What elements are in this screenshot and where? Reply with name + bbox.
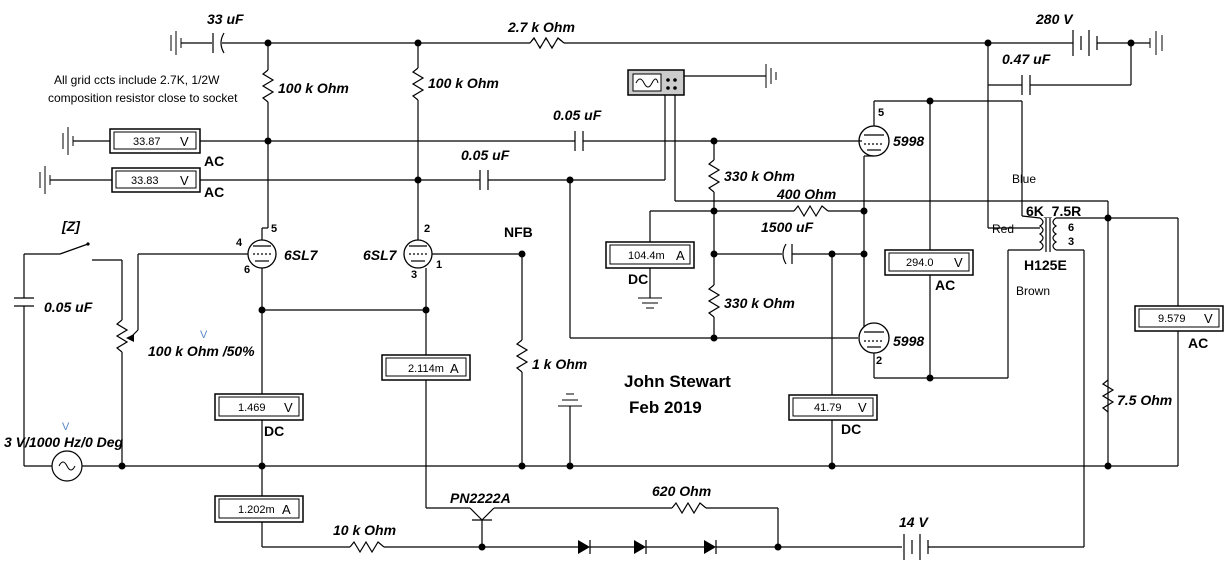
svg-text:3 V/1000 Hz/0 Deg: 3 V/1000 Hz/0 Deg: [4, 434, 124, 450]
meter-m9: 1.202m A: [214, 495, 304, 523]
bias-circuit: [261, 466, 1084, 560]
svg-text:[Z]: [Z]: [61, 218, 81, 234]
svg-text:V: V: [180, 173, 189, 188]
svg-text:33.87: 33.87: [133, 136, 161, 148]
svg-text:V: V: [284, 400, 293, 415]
svg-text:3: 3: [1068, 236, 1074, 248]
svg-text:1 k Ohm: 1 k Ohm: [532, 356, 587, 372]
svg-text:V: V: [858, 400, 867, 415]
svg-text:5998: 5998: [893, 133, 924, 149]
svg-text:AC: AC: [204, 153, 224, 169]
svg-text:0.05 uF: 0.05 uF: [44, 299, 93, 315]
meter-m4: 294.0 V AC: [884, 249, 974, 293]
svg-text:33.83: 33.83: [131, 175, 159, 187]
svg-text:9.579: 9.579: [1158, 313, 1186, 325]
svg-text:6SL7: 6SL7: [363, 247, 398, 263]
meter-m7: 1.469 V DC: [214, 393, 304, 439]
svg-text:V: V: [62, 421, 70, 433]
svg-text:5998: 5998: [893, 333, 924, 349]
svg-text:0.05 uF: 0.05 uF: [461, 147, 510, 163]
svg-text:14 V: 14 V: [899, 514, 929, 530]
meter-m1: 33.87 V AC: [109, 128, 224, 169]
meter-m6: 2.114m A: [381, 354, 471, 381]
meter-m2: 33.83 V AC: [111, 167, 224, 200]
svg-text:7.5 Ohm: 7.5 Ohm: [1117, 392, 1172, 408]
svg-text:6: 6: [244, 264, 250, 276]
svg-text:104.4m: 104.4m: [628, 250, 665, 262]
svg-text:AC: AC: [204, 184, 224, 200]
svg-text:0.47 uF: 0.47 uF: [1002, 51, 1051, 67]
svg-text:H125E: H125E: [1024, 257, 1067, 273]
svg-text:Red: Red: [992, 222, 1014, 236]
svg-text:AC: AC: [1188, 335, 1208, 351]
svg-text:4: 4: [236, 237, 243, 249]
svg-text:V: V: [1204, 311, 1213, 326]
svg-text:330 k Ohm: 330 k Ohm: [724, 295, 795, 311]
cap-047uf: [987, 43, 1132, 228]
svg-text:6K_7.5R: 6K_7.5R: [1026, 203, 1081, 219]
svg-text:100 k Ohm: 100 k Ohm: [428, 75, 499, 91]
svg-text:33 uF: 33 uF: [207, 11, 244, 27]
svg-text:DC: DC: [628, 271, 648, 287]
svg-text:280 V: 280 V: [1035, 11, 1074, 27]
svg-text:V: V: [180, 134, 189, 149]
svg-text:Blue: Blue: [1012, 172, 1036, 186]
svg-text:100 k Ohm: 100 k Ohm: [278, 80, 349, 96]
svg-text:1500 uF: 1500 uF: [761, 219, 814, 235]
output-stage: [638, 97, 1022, 470]
svg-text:620 Ohm: 620 Ohm: [652, 483, 711, 499]
svg-text:294.0: 294.0: [906, 257, 934, 269]
svg-text:1.469: 1.469: [238, 402, 266, 414]
plate-resistors: [261, 43, 425, 228]
date: Feb 2019: [629, 398, 702, 417]
svg-text:1.202m: 1.202m: [238, 504, 275, 516]
output-transformer: [988, 101, 1179, 547]
svg-text:V: V: [954, 255, 963, 270]
input-section: [14, 242, 139, 482]
author: John Stewart: [624, 372, 731, 391]
svg-text:3: 3: [411, 269, 417, 281]
svg-text:AC: AC: [935, 277, 955, 293]
oscilloscope: [627, 64, 1108, 202]
svg-text:6SL7: 6SL7: [284, 247, 319, 263]
svg-text:10 k Ohm: 10 k Ohm: [333, 522, 396, 538]
svg-text:DC: DC: [264, 423, 284, 439]
ground-bus: [82, 250, 1178, 470]
svg-text:A: A: [450, 361, 459, 376]
grid-note-2: composition resistor close to socket: [48, 91, 238, 105]
svg-text:5: 5: [271, 223, 277, 235]
labels: All grid ccts include 2.7K, 1/2W composi…: [4, 11, 1172, 538]
svg-text:400 Ohm: 400 Ohm: [776, 186, 836, 202]
svg-text:330 k Ohm: 330 k Ohm: [724, 168, 795, 184]
meter-m8: 41.79 V DC: [788, 394, 878, 437]
svg-text:A: A: [282, 502, 291, 517]
svg-text:DC: DC: [841, 421, 861, 437]
svg-text:2: 2: [876, 355, 882, 367]
svg-text:Brown: Brown: [1016, 284, 1050, 298]
svg-text:PN2222A: PN2222A: [450, 490, 511, 506]
b-plus-rail: [170, 30, 1163, 56]
svg-text:2: 2: [424, 223, 430, 235]
svg-text:2.7 k Ohm: 2.7 k Ohm: [507, 19, 575, 35]
svg-text:6: 6: [1068, 222, 1074, 234]
svg-text:NFB: NFB: [504, 224, 533, 240]
svg-text:V: V: [200, 329, 208, 341]
grid-note-1: All grid ccts include 2.7K, 1/2W: [54, 73, 220, 87]
svg-text:5: 5: [878, 107, 884, 119]
meter-m3: 104.4m A DC: [605, 241, 695, 287]
driver-tubes: [137, 227, 522, 509]
meter-m5: 9.579 V AC: [1134, 305, 1224, 351]
svg-text:41.79: 41.79: [814, 402, 842, 414]
svg-text:2.114m: 2.114m: [408, 363, 444, 375]
svg-text:A: A: [676, 248, 685, 263]
svg-text:0.05 uF: 0.05 uF: [553, 107, 602, 123]
svg-text:100 k Ohm /50%: 100 k Ohm /50%: [148, 343, 255, 359]
svg-text:1: 1: [436, 259, 442, 271]
